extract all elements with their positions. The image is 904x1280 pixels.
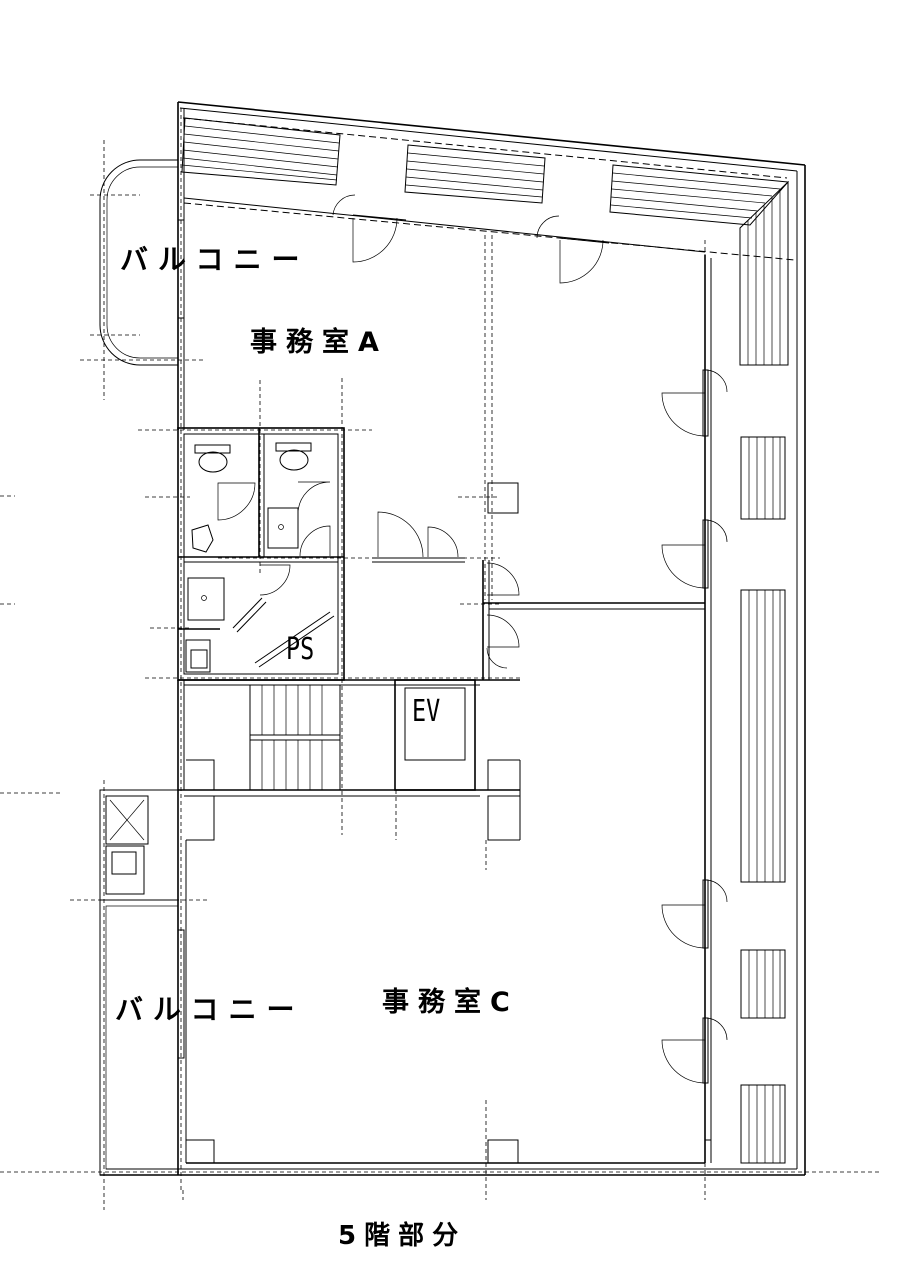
interior-walls bbox=[177, 427, 711, 1163]
ps-label: PS bbox=[286, 632, 315, 667]
ev-label: EV bbox=[412, 694, 441, 729]
office-a-label: 事務室A bbox=[250, 327, 388, 358]
floor-label: 5階部分 bbox=[338, 1221, 467, 1251]
outer-walls bbox=[100, 101, 806, 1190]
grid-lines bbox=[0, 140, 880, 1210]
balcony-bottom-label: バルコニー bbox=[115, 993, 305, 1026]
office-c-label: 事務室C bbox=[382, 987, 519, 1018]
right-louvers bbox=[740, 436, 786, 1164]
balcony-top-label: バルコニー bbox=[120, 243, 310, 276]
top-louvers bbox=[181, 117, 790, 366]
